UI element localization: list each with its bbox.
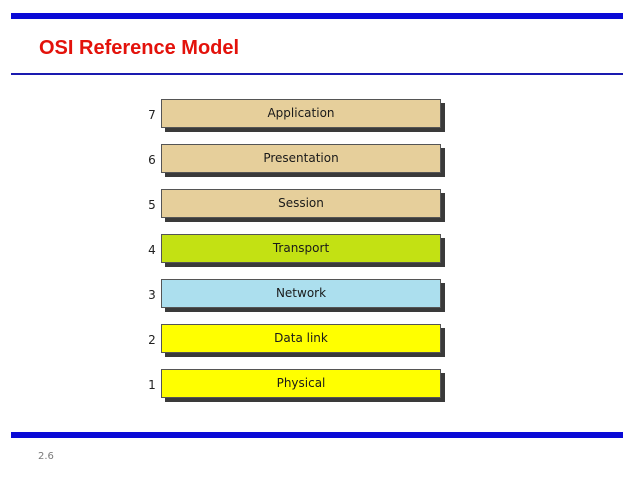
layer-number: 2: [148, 333, 156, 347]
layer-number: 6: [148, 153, 156, 167]
title-divider: [11, 73, 623, 75]
layer-box: Presentation: [161, 144, 441, 173]
layer-box: Transport: [161, 234, 441, 263]
layer-number: 4: [148, 243, 156, 257]
layer-box: Physical: [161, 369, 441, 398]
layer-row: 3 Network: [145, 279, 450, 313]
layer-number: 1: [148, 378, 156, 392]
layer-number: 3: [148, 288, 156, 302]
layer-box: Network: [161, 279, 441, 308]
slide-title: OSI Reference Model: [39, 37, 240, 59]
top-accent-bar: [11, 13, 623, 19]
layer-number: 7: [148, 108, 156, 122]
layer-row: 5 Session: [145, 189, 450, 223]
layer-box: Session: [161, 189, 441, 218]
layer-box: Data link: [161, 324, 441, 353]
layer-row: 4 Transport: [145, 234, 450, 268]
layer-row: 6 Presentation: [145, 144, 450, 178]
layer-number: 5: [148, 198, 156, 212]
layer-row: 1 Physical: [145, 369, 450, 403]
layer-box: Application: [161, 99, 441, 128]
bottom-accent-bar: [11, 432, 623, 438]
layer-row: 7 Application: [145, 99, 450, 133]
slide-number: 2.6: [38, 451, 54, 462]
layer-row: 2 Data link: [145, 324, 450, 358]
